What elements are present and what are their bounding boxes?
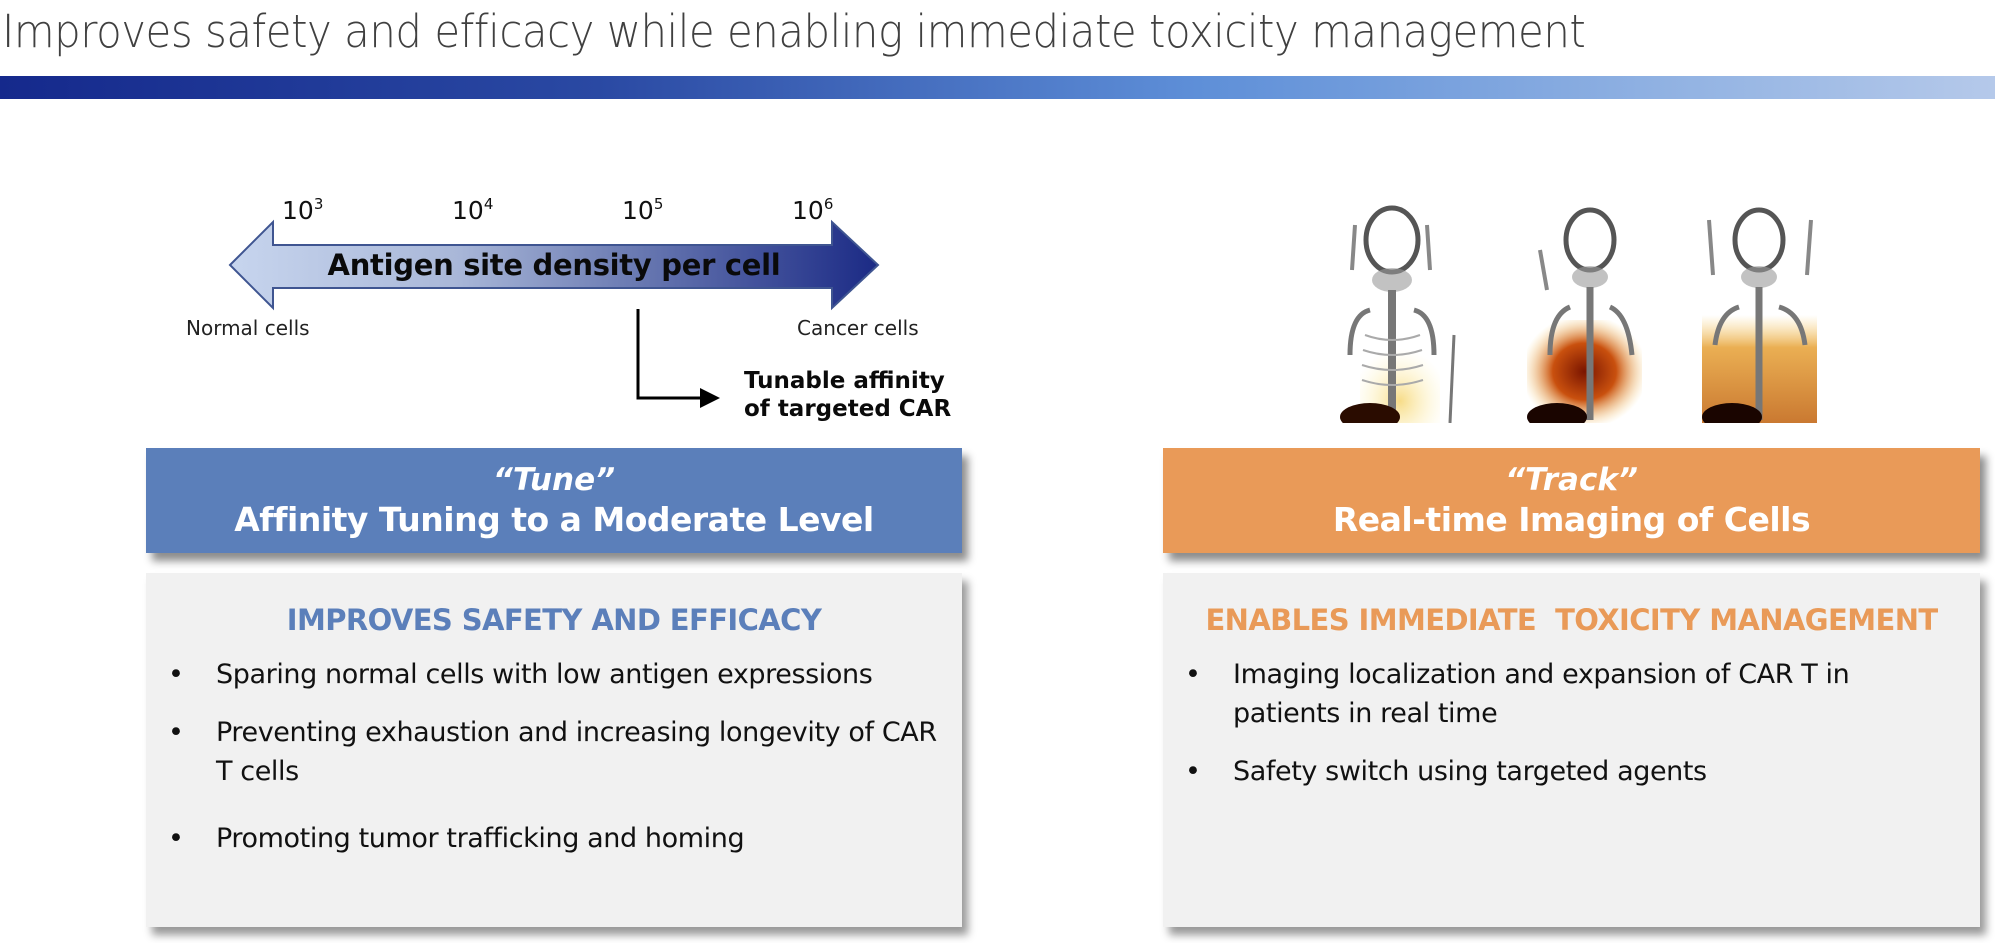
cancer-cells-label: Cancer cells — [797, 316, 919, 340]
track-bullet-list: • Imaging localization and expansion of C… — [1163, 655, 1980, 791]
mouse-scan-image-2 — [1527, 207, 1642, 423]
bullet-icon: • — [168, 659, 184, 690]
bullet-text: Sparing normal cells with low antigen ex… — [216, 659, 873, 690]
tune-benefits-heading: IMPROVES SAFETY AND EFFICACY — [286, 603, 822, 637]
title-underline-bar — [0, 76, 1995, 99]
list-item: • Imaging localization and expansion of C… — [1163, 655, 1980, 733]
callout-arrowhead-icon — [700, 388, 720, 408]
tick-10e6: 106 — [792, 195, 834, 225]
bullet-icon: • — [1185, 659, 1201, 690]
track-quote: “Track” — [1505, 462, 1638, 498]
track-benefits-heading: ENABLES IMMEDIATE TOXICITY MANAGEMENT — [1205, 603, 1938, 637]
tunable-affinity-callout: Tunable affinity of targeted CAR — [744, 367, 951, 423]
mouse-scan-image-1 — [1340, 205, 1456, 423]
tick-10e5: 105 — [622, 195, 664, 225]
track-benefits-box: ENABLES IMMEDIATE TOXICITY MANAGEMENT • I… — [1163, 573, 1980, 927]
arrow-axis-label: Antigen site density per cell — [327, 248, 781, 282]
normal-cells-label: Normal cells — [186, 316, 310, 340]
bullet-text: Safety switch using targeted agents — [1233, 756, 1707, 787]
list-item: • Safety switch using targeted agents — [1163, 752, 1980, 791]
bullet-text: Imaging localization and expansion of CA… — [1233, 659, 1850, 729]
tune-header: “Tune” Affinity Tuning to a Moderate Lev… — [146, 448, 962, 553]
track-title: Real-time Imaging of Cells — [1332, 500, 1811, 539]
bullet-text: Promoting tumor trafficking and homing — [216, 823, 745, 854]
slide-title: Improves safety and efficacy while enabl… — [2, 5, 1586, 58]
list-item: • Sparing normal cells with low antigen e… — [146, 655, 962, 694]
list-item: • Promoting tumor trafficking and homing — [146, 819, 962, 858]
tick-10e3: 103 — [282, 195, 324, 225]
callout-line-1: Tunable affinity — [744, 368, 945, 394]
tune-benefits-box: IMPROVES SAFETY AND EFFICACY • Sparing no… — [146, 573, 962, 927]
tick-10e4: 104 — [452, 195, 494, 225]
callout-line-2: of targeted CAR — [744, 396, 952, 422]
bullet-icon: • — [168, 717, 184, 748]
tune-quote: “Tune” — [492, 462, 616, 498]
track-header: “Track” Real-time Imaging of Cells — [1163, 448, 1980, 553]
mouse-scan-image-3 — [1702, 207, 1817, 423]
bullet-icon: • — [1185, 756, 1201, 787]
callout-connector-line — [636, 309, 700, 400]
bullet-icon: • — [168, 823, 184, 854]
list-item: • Preventing exhaustion and increasing lo… — [146, 713, 962, 791]
tune-title: Affinity Tuning to a Moderate Level — [234, 500, 874, 539]
bullet-text: Preventing exhaustion and increasing lon… — [216, 717, 937, 787]
tune-bullet-list: • Sparing normal cells with low antigen e… — [146, 655, 962, 858]
